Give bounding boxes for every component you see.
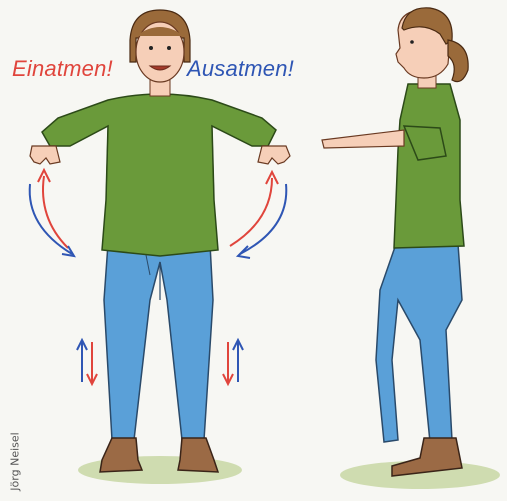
- front-figure-shirt: [42, 94, 276, 256]
- side-figure-ponytail: [448, 40, 468, 82]
- side-figure-shirt: [394, 84, 464, 248]
- left-exhale-arc-arrow: [30, 184, 72, 254]
- front-figure-jeans: [104, 244, 213, 440]
- side-figure-arm: [322, 130, 404, 148]
- front-right-hand: [258, 146, 290, 164]
- side-figure: [322, 8, 468, 476]
- front-left-hand: [30, 146, 60, 164]
- side-figure-jeans: [376, 244, 462, 442]
- right-leg-vertical-arrows: [223, 340, 243, 384]
- front-left-boot: [100, 438, 142, 472]
- right-exhale-arc-arrow: [240, 184, 286, 254]
- front-right-boot: [178, 438, 218, 472]
- left-leg-vertical-arrows: [77, 340, 97, 384]
- left-inhale-arc-arrow: [43, 176, 68, 248]
- front-figure: [30, 10, 290, 472]
